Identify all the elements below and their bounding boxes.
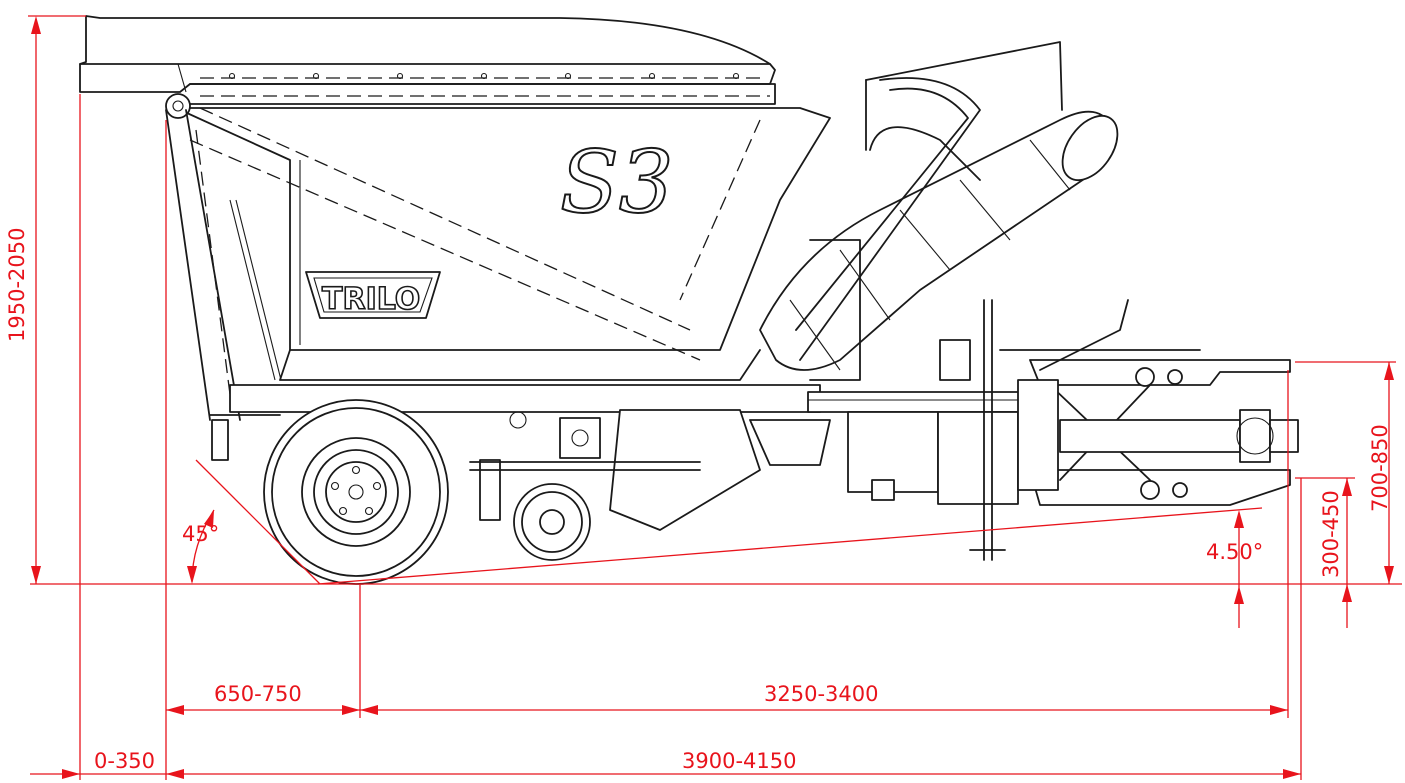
brand-badge: TRILO (305, 271, 441, 319)
machine-body: S3 TRILO (79, 15, 1299, 585)
model-logo: S3 (560, 133, 674, 233)
hitch-height-low-label: 300-450 (1319, 490, 1343, 578)
lid-rivets (228, 72, 740, 80)
axle-to-hitch-label: 3250-3400 (764, 682, 878, 706)
overall-length-label: 3900-4150 (682, 749, 796, 773)
brand-logo-text: TRILO (322, 282, 420, 317)
rear-wheel (263, 399, 449, 585)
axle-offset-label: 650-750 (214, 682, 302, 706)
height-dimension-label: 1950-2050 (5, 228, 29, 342)
dimension-lines (28, 15, 1402, 780)
rear-overhang-label: 0-350 (94, 749, 155, 773)
rear-angle-label: 45° (182, 522, 219, 546)
hitch-height-high-label: 700-850 (1368, 424, 1392, 512)
ground-angle-label: 4.50° (1206, 540, 1263, 564)
